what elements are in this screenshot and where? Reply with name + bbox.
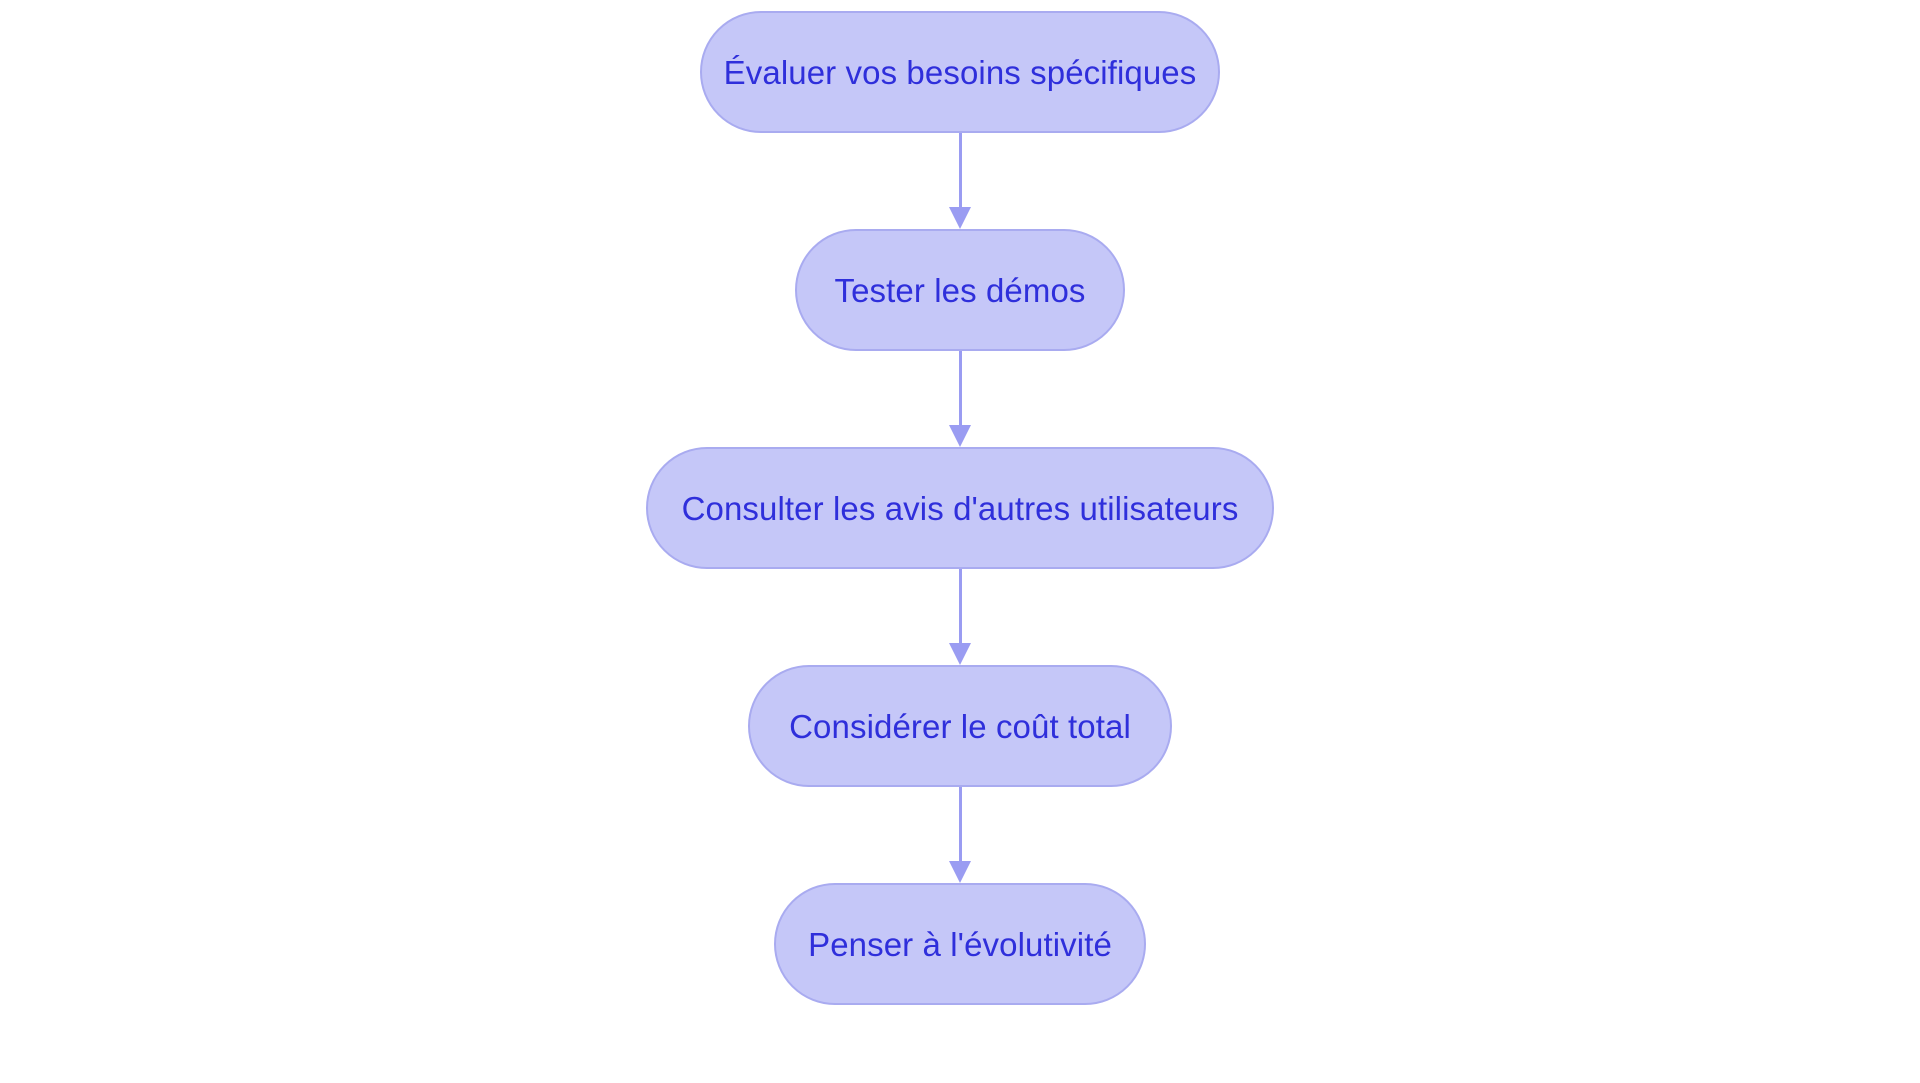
edge-line-icon bbox=[958, 133, 962, 207]
arrow-down-icon bbox=[949, 207, 971, 229]
flow-node-1-label: Évaluer vos besoins spécifiques bbox=[723, 53, 1197, 91]
flow-edge-2-to-3 bbox=[948, 351, 972, 447]
flow-node-3-label: Consulter les avis d'autres utilisateurs bbox=[681, 489, 1239, 527]
flow-node-2-label: Tester les démos bbox=[834, 271, 1086, 309]
flow-edge-4-to-5 bbox=[948, 787, 972, 883]
arrow-down-icon bbox=[949, 643, 971, 665]
flow-node-4-label: Considérer le coût total bbox=[789, 707, 1131, 745]
arrow-down-icon bbox=[949, 425, 971, 447]
flow-node-1[interactable]: Évaluer vos besoins spécifiques bbox=[700, 11, 1220, 133]
edge-line-icon bbox=[958, 569, 962, 643]
flow-node-5-label: Penser à l'évolutivité bbox=[808, 925, 1112, 963]
flow-edge-1-to-2 bbox=[948, 133, 972, 229]
edge-line-icon bbox=[958, 351, 962, 425]
flow-node-4[interactable]: Considérer le coût total bbox=[748, 665, 1172, 787]
arrow-down-icon bbox=[949, 861, 971, 883]
edge-line-icon bbox=[958, 787, 962, 861]
flow-node-5[interactable]: Penser à l'évolutivité bbox=[774, 883, 1146, 1005]
flow-node-3[interactable]: Consulter les avis d'autres utilisateurs bbox=[646, 447, 1274, 569]
flow-node-2[interactable]: Tester les démos bbox=[795, 229, 1125, 351]
flow-edge-3-to-4 bbox=[948, 569, 972, 665]
